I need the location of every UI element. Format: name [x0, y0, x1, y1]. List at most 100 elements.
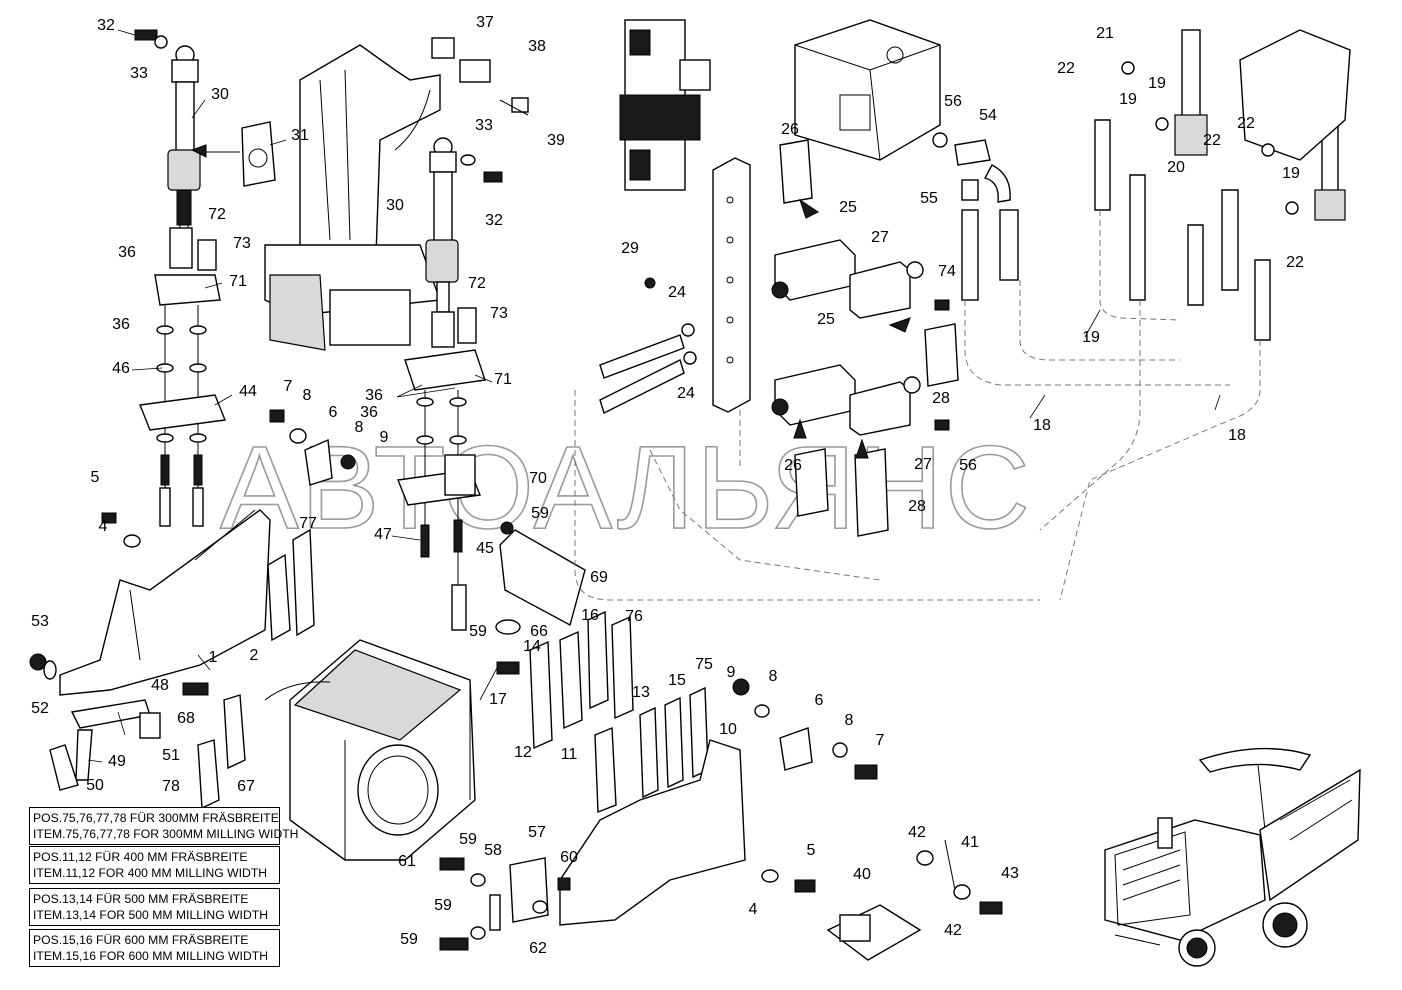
callout-60: 60	[560, 849, 578, 866]
callout-24: 24	[668, 284, 686, 301]
callout-19: 19	[1119, 91, 1137, 108]
callout-5: 5	[807, 842, 816, 859]
callout-10: 10	[719, 721, 737, 738]
note-300mm-de: POS.75,76,77,78 FÜR 300MM FRÄSBREITE	[33, 811, 279, 825]
callout-36: 36	[112, 316, 130, 333]
callout-24: 24	[677, 385, 695, 402]
callout-59: 59	[459, 831, 477, 848]
callout-27: 27	[914, 456, 932, 473]
callout-38: 38	[528, 38, 546, 55]
callout-19: 19	[1282, 165, 1300, 182]
scraper-plates-center	[495, 521, 586, 675]
callout-46: 46	[112, 360, 130, 377]
callout-47: 47	[374, 526, 392, 543]
callout-2: 2	[250, 647, 259, 664]
side-plates-2-77	[267, 528, 315, 642]
callout-42: 42	[944, 922, 962, 939]
callout-56: 56	[944, 93, 962, 110]
machine-overview-thumbnail	[1104, 747, 1361, 967]
callout-32: 32	[485, 212, 503, 229]
callout-37: 37	[476, 14, 494, 31]
note-500mm-en: ITEM.13,14 FOR 500 MM MILLING WIDTH	[33, 908, 268, 922]
valve-stack	[619, 19, 711, 191]
clamp-parts-37-38-39	[431, 37, 529, 116]
callout-18: 18	[1033, 417, 1051, 434]
callout-61: 61	[398, 853, 416, 870]
main-frame	[264, 44, 441, 351]
callout-77: 77	[299, 515, 317, 532]
bolts-32-33	[134, 29, 503, 183]
bolts-53-52	[29, 653, 57, 680]
callout-29: 29	[621, 240, 639, 257]
assembly-arrows	[793, 198, 911, 459]
hose-routing-dashed	[574, 210, 1261, 601]
callout-22: 22	[1203, 132, 1221, 149]
leader-lines	[87, 29, 1221, 763]
callout-19: 19	[1082, 329, 1100, 346]
callout-41: 41	[961, 834, 979, 851]
callout-59: 59	[469, 623, 487, 640]
callout-30: 30	[386, 197, 404, 214]
parts-57-62	[439, 857, 571, 951]
callout-58: 58	[484, 842, 502, 859]
callout-5: 5	[91, 469, 100, 486]
hydraulic-tank	[794, 19, 941, 161]
note-500mm-de: POS.13,14 FÜR 500 MM FRÄSBREITE	[33, 892, 249, 906]
callout-73: 73	[490, 305, 508, 322]
callout-66: 66	[530, 623, 548, 640]
callout-1: 1	[209, 649, 218, 666]
note-600mm: POS.15,16 FÜR 600 MM FRÄSBREITE ITEM.15,…	[29, 929, 280, 967]
callout-4: 4	[749, 901, 758, 918]
callout-17: 17	[489, 691, 507, 708]
plates-11-16	[529, 610, 709, 814]
callout-59: 59	[400, 931, 418, 948]
callout-32: 32	[97, 17, 115, 34]
callout-12: 12	[514, 744, 532, 761]
callout-22: 22	[1286, 254, 1304, 271]
callout-8: 8	[769, 668, 778, 685]
callout-39: 39	[547, 132, 565, 149]
callout-48: 48	[151, 677, 169, 694]
valves-27-74	[849, 261, 950, 436]
callout-57: 57	[528, 824, 546, 841]
callout-49: 49	[108, 753, 126, 770]
callout-43: 43	[1001, 865, 1019, 882]
callout-27: 27	[871, 229, 889, 246]
callout-54: 54	[979, 107, 997, 124]
callout-71: 71	[229, 273, 247, 290]
callout-8: 8	[303, 387, 312, 404]
warning-labels-26-28	[779, 139, 959, 537]
callout-19: 19	[1148, 75, 1166, 92]
callout-28: 28	[932, 390, 950, 407]
parts-40-43	[826, 839, 1003, 961]
callout-53: 53	[31, 613, 49, 630]
center-bracket-71	[397, 349, 486, 631]
bracket-48-49-50	[49, 682, 209, 791]
callout-55: 55	[920, 190, 938, 207]
callout-76: 76	[625, 608, 643, 625]
callout-62: 62	[529, 940, 547, 957]
callout-15: 15	[668, 672, 686, 689]
callout-51: 51	[162, 747, 180, 764]
hoses-24	[599, 277, 697, 414]
callout-25: 25	[817, 311, 835, 328]
callout-11: 11	[561, 746, 578, 763]
solenoid-valves-25	[771, 239, 856, 426]
callout-36: 36	[365, 387, 383, 404]
callout-28: 28	[908, 498, 926, 515]
callout-4: 4	[99, 518, 108, 535]
fittings-54-55-21	[932, 132, 1019, 301]
side-plate-1	[59, 509, 271, 696]
callout-72: 72	[208, 206, 226, 223]
right-bolts-cluster	[732, 678, 878, 893]
callout-71: 71	[494, 371, 512, 388]
right-cylinders-and-hoses	[1094, 29, 1351, 341]
side-plate-10	[559, 739, 746, 926]
bolts-5-4-7-8-6-9	[101, 409, 356, 548]
callout-72: 72	[468, 275, 486, 292]
callout-50: 50	[86, 777, 104, 794]
center-hydraulic-cylinder	[425, 137, 477, 348]
callout-9: 9	[727, 664, 736, 681]
